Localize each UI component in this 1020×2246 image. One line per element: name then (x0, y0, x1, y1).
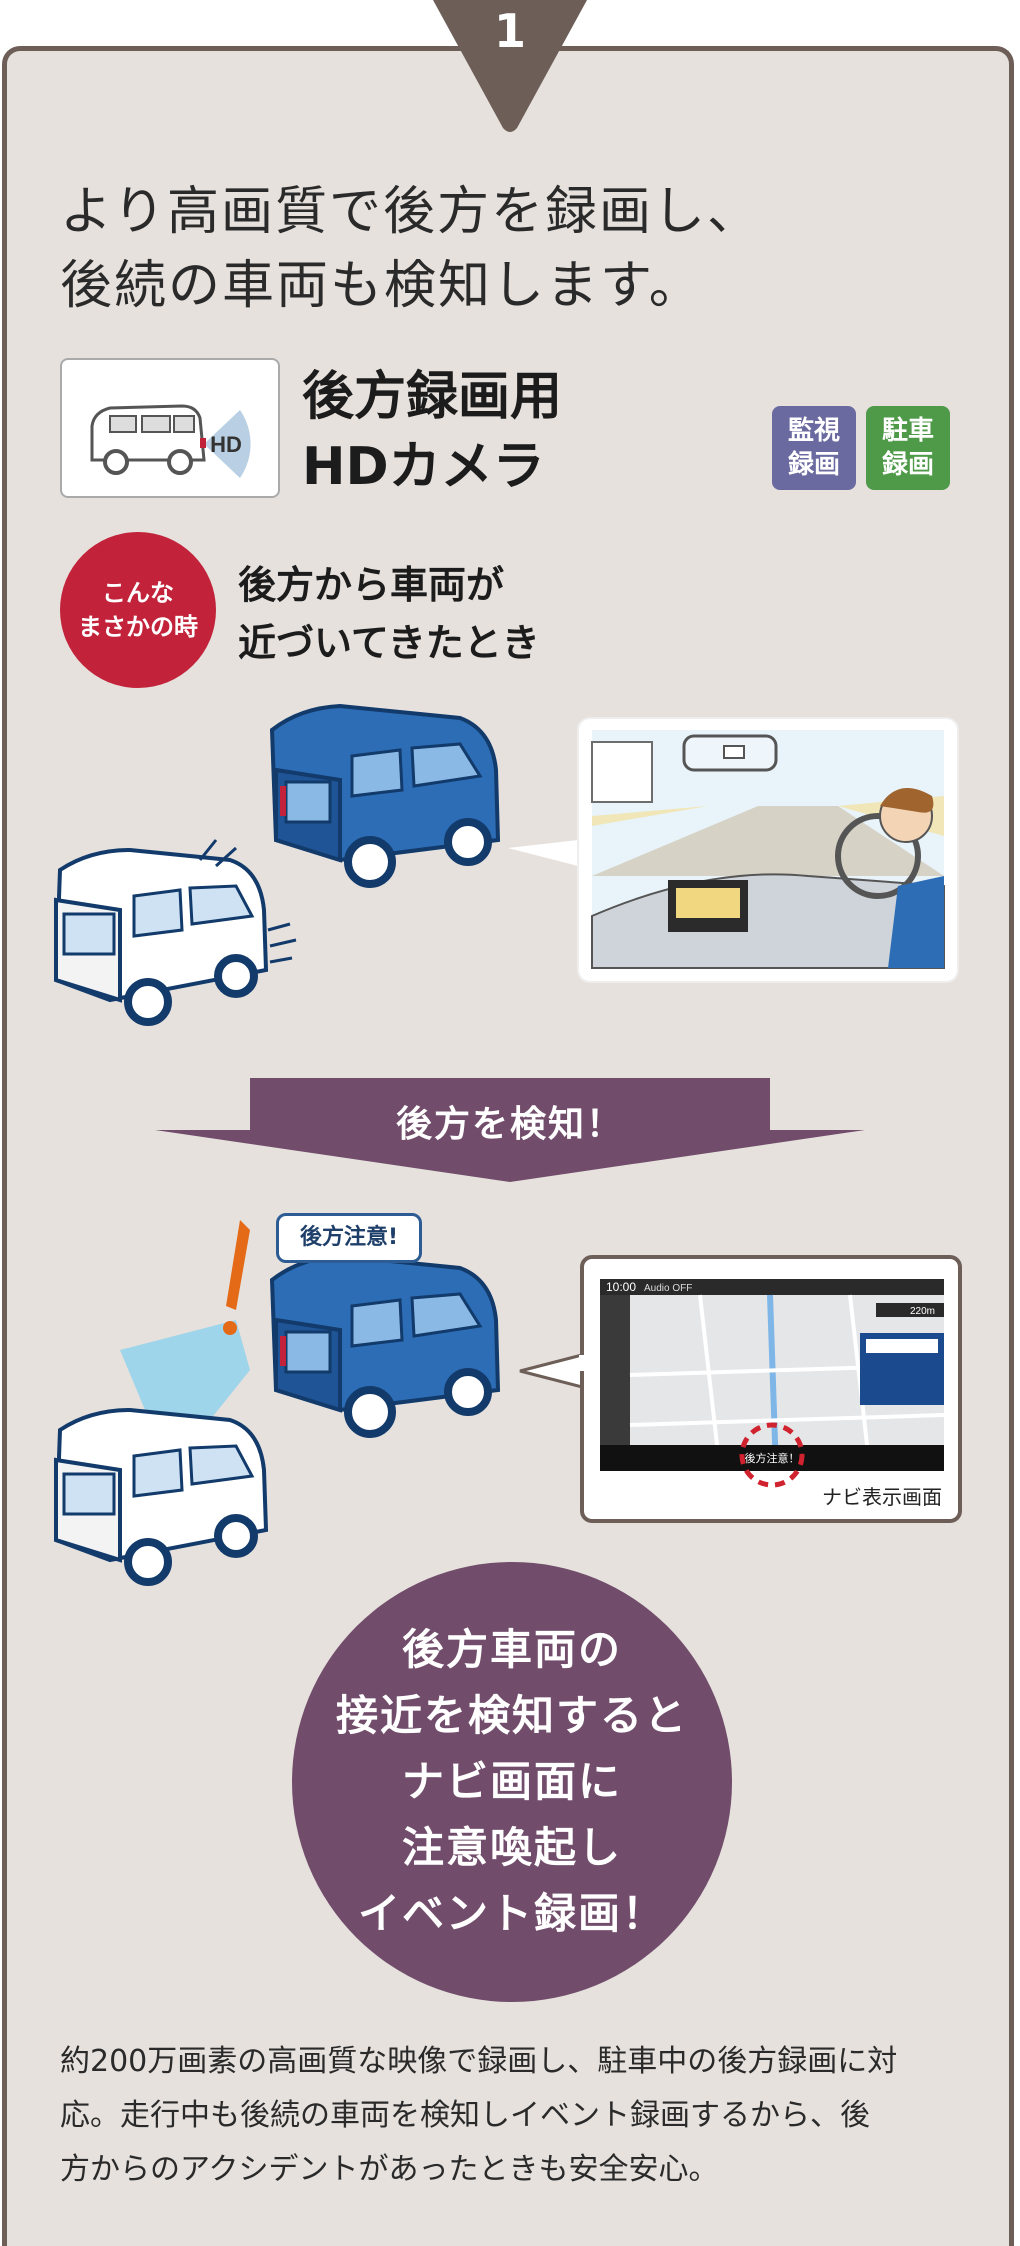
description-text: 約200万画素の高画質な映像で録画し、駐車中の後方録画に対 応。走行中も後続の車… (60, 2035, 960, 2197)
approaching-cars-illustration (53, 703, 501, 1026)
badge-label: 録画 (787, 450, 840, 480)
camera-hd-label: HD (210, 432, 242, 457)
nav-time: 10:00 (606, 1280, 636, 1294)
case-circle-line-2: まさかの時 (78, 613, 198, 641)
case-text-line-2: 近づいてきたとき (238, 621, 540, 665)
badge-label: 録画 (881, 450, 934, 480)
rear-warning-bubble: 後方注意! (276, 1213, 422, 1263)
case-description: 後方から車両が 近づいてきたとき (238, 556, 540, 672)
product-title: 後方録画用 HDカメラ (302, 362, 562, 502)
summary-line-3: ナビ画面に (401, 1757, 622, 1806)
product-title-line-2: HDカメラ (302, 437, 545, 497)
description-line-1: 約200万画素の高画質な映像で録画し、駐車中の後方録画に対 (60, 2044, 898, 2079)
headline-line-2: 後続の車両も検知します。 (60, 256, 703, 316)
product-title-line-1: 後方録画用 (302, 367, 563, 427)
step-tab (433, 0, 587, 132)
case-text-line-1: 後方から車両が (238, 563, 505, 607)
badge-label: 監視 (787, 416, 840, 446)
detection-cars-illustration (53, 1220, 501, 1586)
white-car-icon (53, 1407, 269, 1586)
headline-line-1: より高画質で後方を録画し、 (60, 182, 761, 242)
nav-alert-text: 後方注意！ (745, 1451, 800, 1465)
summary-line-2: 接近を検知すると (335, 1691, 688, 1740)
blue-car-icon (269, 1253, 501, 1438)
exclamation-icon (226, 1220, 250, 1310)
nav-caption: ナビ表示画面 (822, 1485, 942, 1509)
navigation-screen-illustration: 10:00 Audio OFF 220m 後方注意！ (519, 1255, 962, 1523)
sensor-beam (120, 1320, 250, 1470)
summary-circle: 後方車両の 接近を検知すると ナビ画面に 注意喚起し イベント録画！ (292, 1562, 732, 2002)
banner-text: 後方を検知！ (395, 1104, 624, 1145)
description-line-3: 方からのアクシデントがあったときも安全安心。 (60, 2152, 719, 2187)
white-car-icon (53, 839, 297, 1026)
summary-line-4: 注意喚起し (401, 1823, 622, 1872)
driver-view-illustration (508, 717, 959, 983)
headline: より高画質で後方を録画し、 後続の車両も検知します。 (60, 175, 761, 323)
hd-camera-icon: HD (90, 404, 251, 478)
detection-banner (155, 1078, 865, 1182)
badge-label: 駐車 (881, 416, 934, 446)
case-circle: こんな まさかの時 (60, 532, 216, 688)
summary-line-1: 後方車両の (401, 1625, 622, 1674)
blue-car-icon (269, 703, 501, 888)
nav-audio: Audio OFF (644, 1283, 692, 1294)
nav-distance: 220m (910, 1306, 935, 1317)
description-line-2: 応。走行中も後続の車両を検知しイベント録画するから、後 (60, 2098, 870, 2133)
step-number: 1 (493, 4, 526, 58)
camera-product-image: HD (60, 358, 280, 498)
summary-line-5: イベント録画！ (357, 1889, 666, 1938)
parking-recording-badge: 駐車 録画 (866, 406, 950, 490)
case-circle-line-1: こんな (102, 579, 174, 607)
monitor-recording-badge: 監視 録画 (772, 406, 856, 490)
